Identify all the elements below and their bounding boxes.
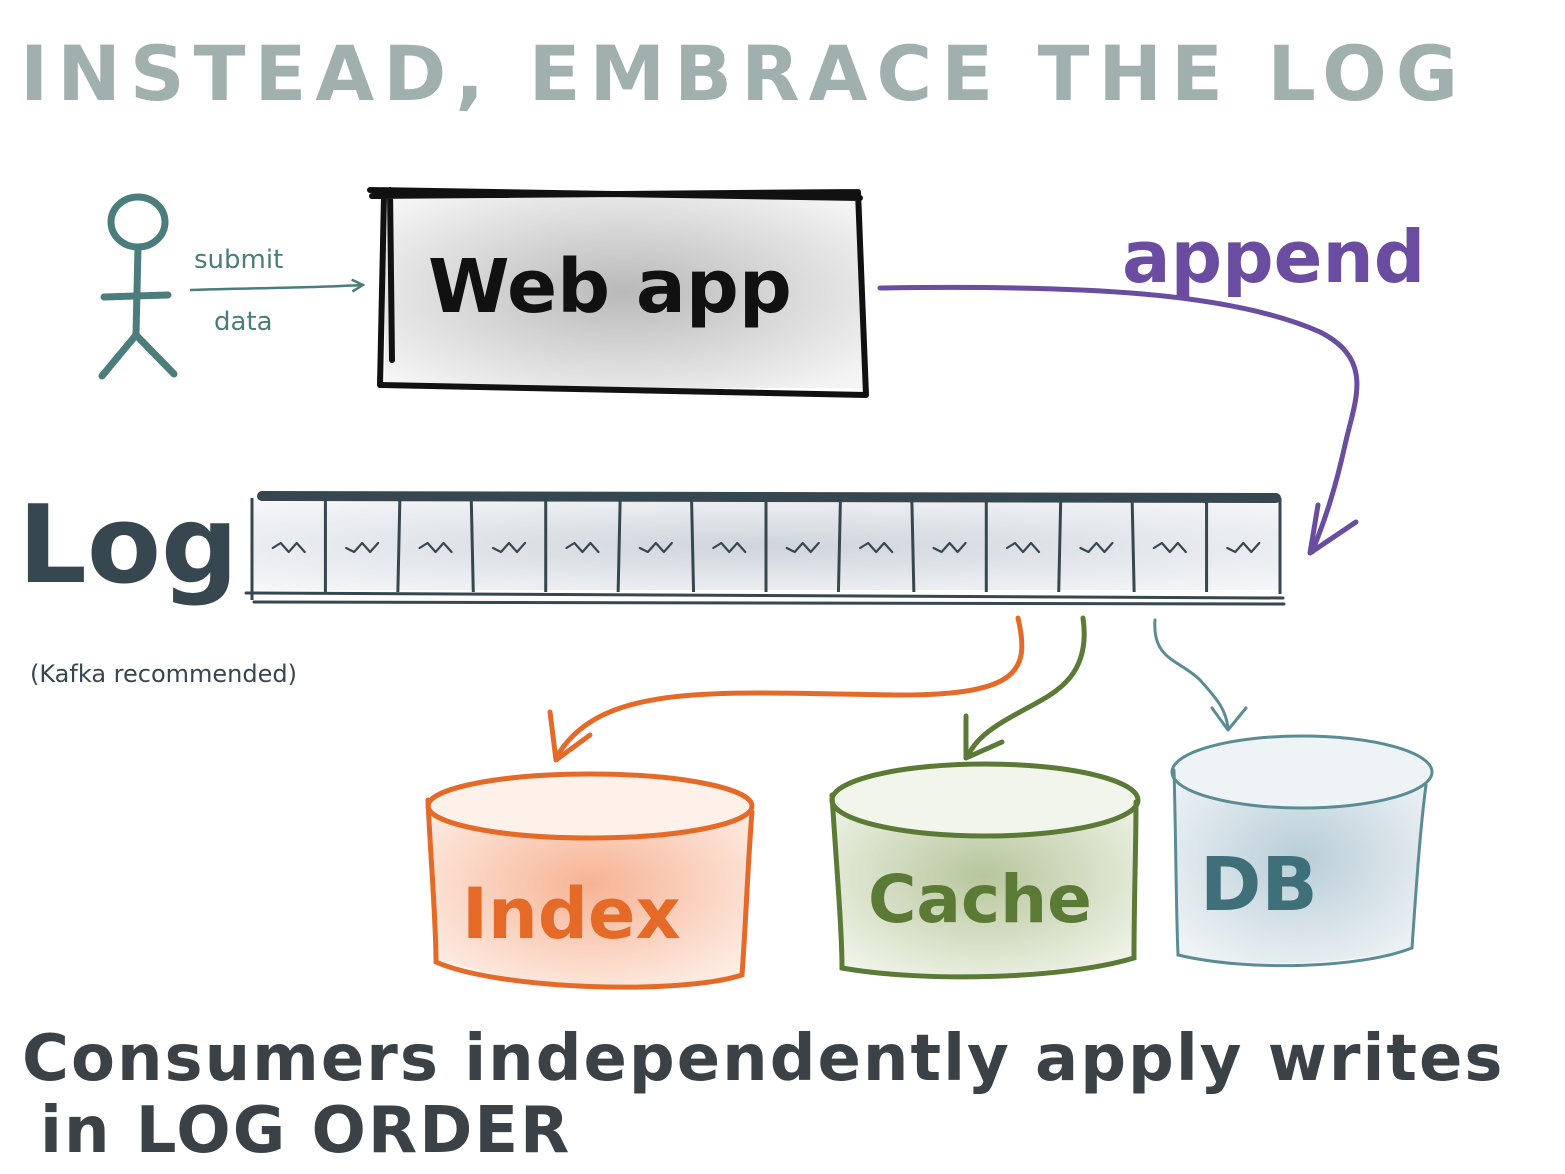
log-label: Log — [18, 483, 238, 608]
log-entry — [712, 541, 747, 554]
kafka-note: (Kafka recommended) — [30, 660, 297, 688]
log-entries — [271, 499, 1261, 593]
db-cylinder — [1170, 734, 1434, 968]
index-cylinder — [425, 771, 755, 990]
log-entry — [1005, 541, 1041, 554]
cache-cylinder — [829, 761, 1141, 980]
append-label: append — [1122, 215, 1425, 299]
submit-data-arrow — [189, 285, 362, 290]
log-entry — [1152, 541, 1187, 554]
cache-consumer-arrow — [963, 615, 1087, 761]
append-arrow — [877, 284, 1360, 556]
log-entry-divider — [836, 499, 842, 593]
index-label: Index — [462, 873, 681, 955]
log-entry-divider — [616, 499, 622, 593]
db-label: DB — [1200, 842, 1318, 928]
submit-label: submit — [194, 245, 283, 275]
footer-line-1: Consumers independently apply writes — [22, 1022, 1504, 1096]
log-entry-divider — [469, 499, 475, 593]
log-entry-divider — [910, 499, 916, 593]
log-entry — [565, 541, 600, 554]
db-consumer-arrow — [1153, 618, 1248, 732]
log-entry — [491, 541, 527, 554]
log-entry — [638, 541, 673, 554]
diagram-title: INSTEAD, EMBRACE THE LOG — [20, 29, 1467, 118]
log-entry-divider — [690, 499, 696, 593]
log-entry-divider — [396, 499, 402, 593]
web-app-box — [367, 187, 869, 398]
cache-label: Cache — [868, 861, 1092, 938]
log-entry — [859, 541, 894, 554]
log-entry — [932, 541, 967, 554]
log-entry — [1226, 541, 1261, 554]
footer-line-2: in LOG ORDER — [40, 1094, 571, 1168]
log-entry — [271, 541, 306, 554]
log-entry — [345, 541, 380, 554]
user-stick-figure — [98, 193, 178, 380]
log-entry — [785, 541, 820, 554]
index-consumer-arrow — [547, 615, 1025, 763]
web-app-label: Web app — [428, 244, 792, 330]
log-entry — [418, 541, 453, 554]
data-label: data — [214, 307, 273, 337]
log-entry — [1079, 541, 1114, 554]
log-entry-divider — [1057, 499, 1063, 593]
log-entry-divider — [1130, 499, 1136, 593]
